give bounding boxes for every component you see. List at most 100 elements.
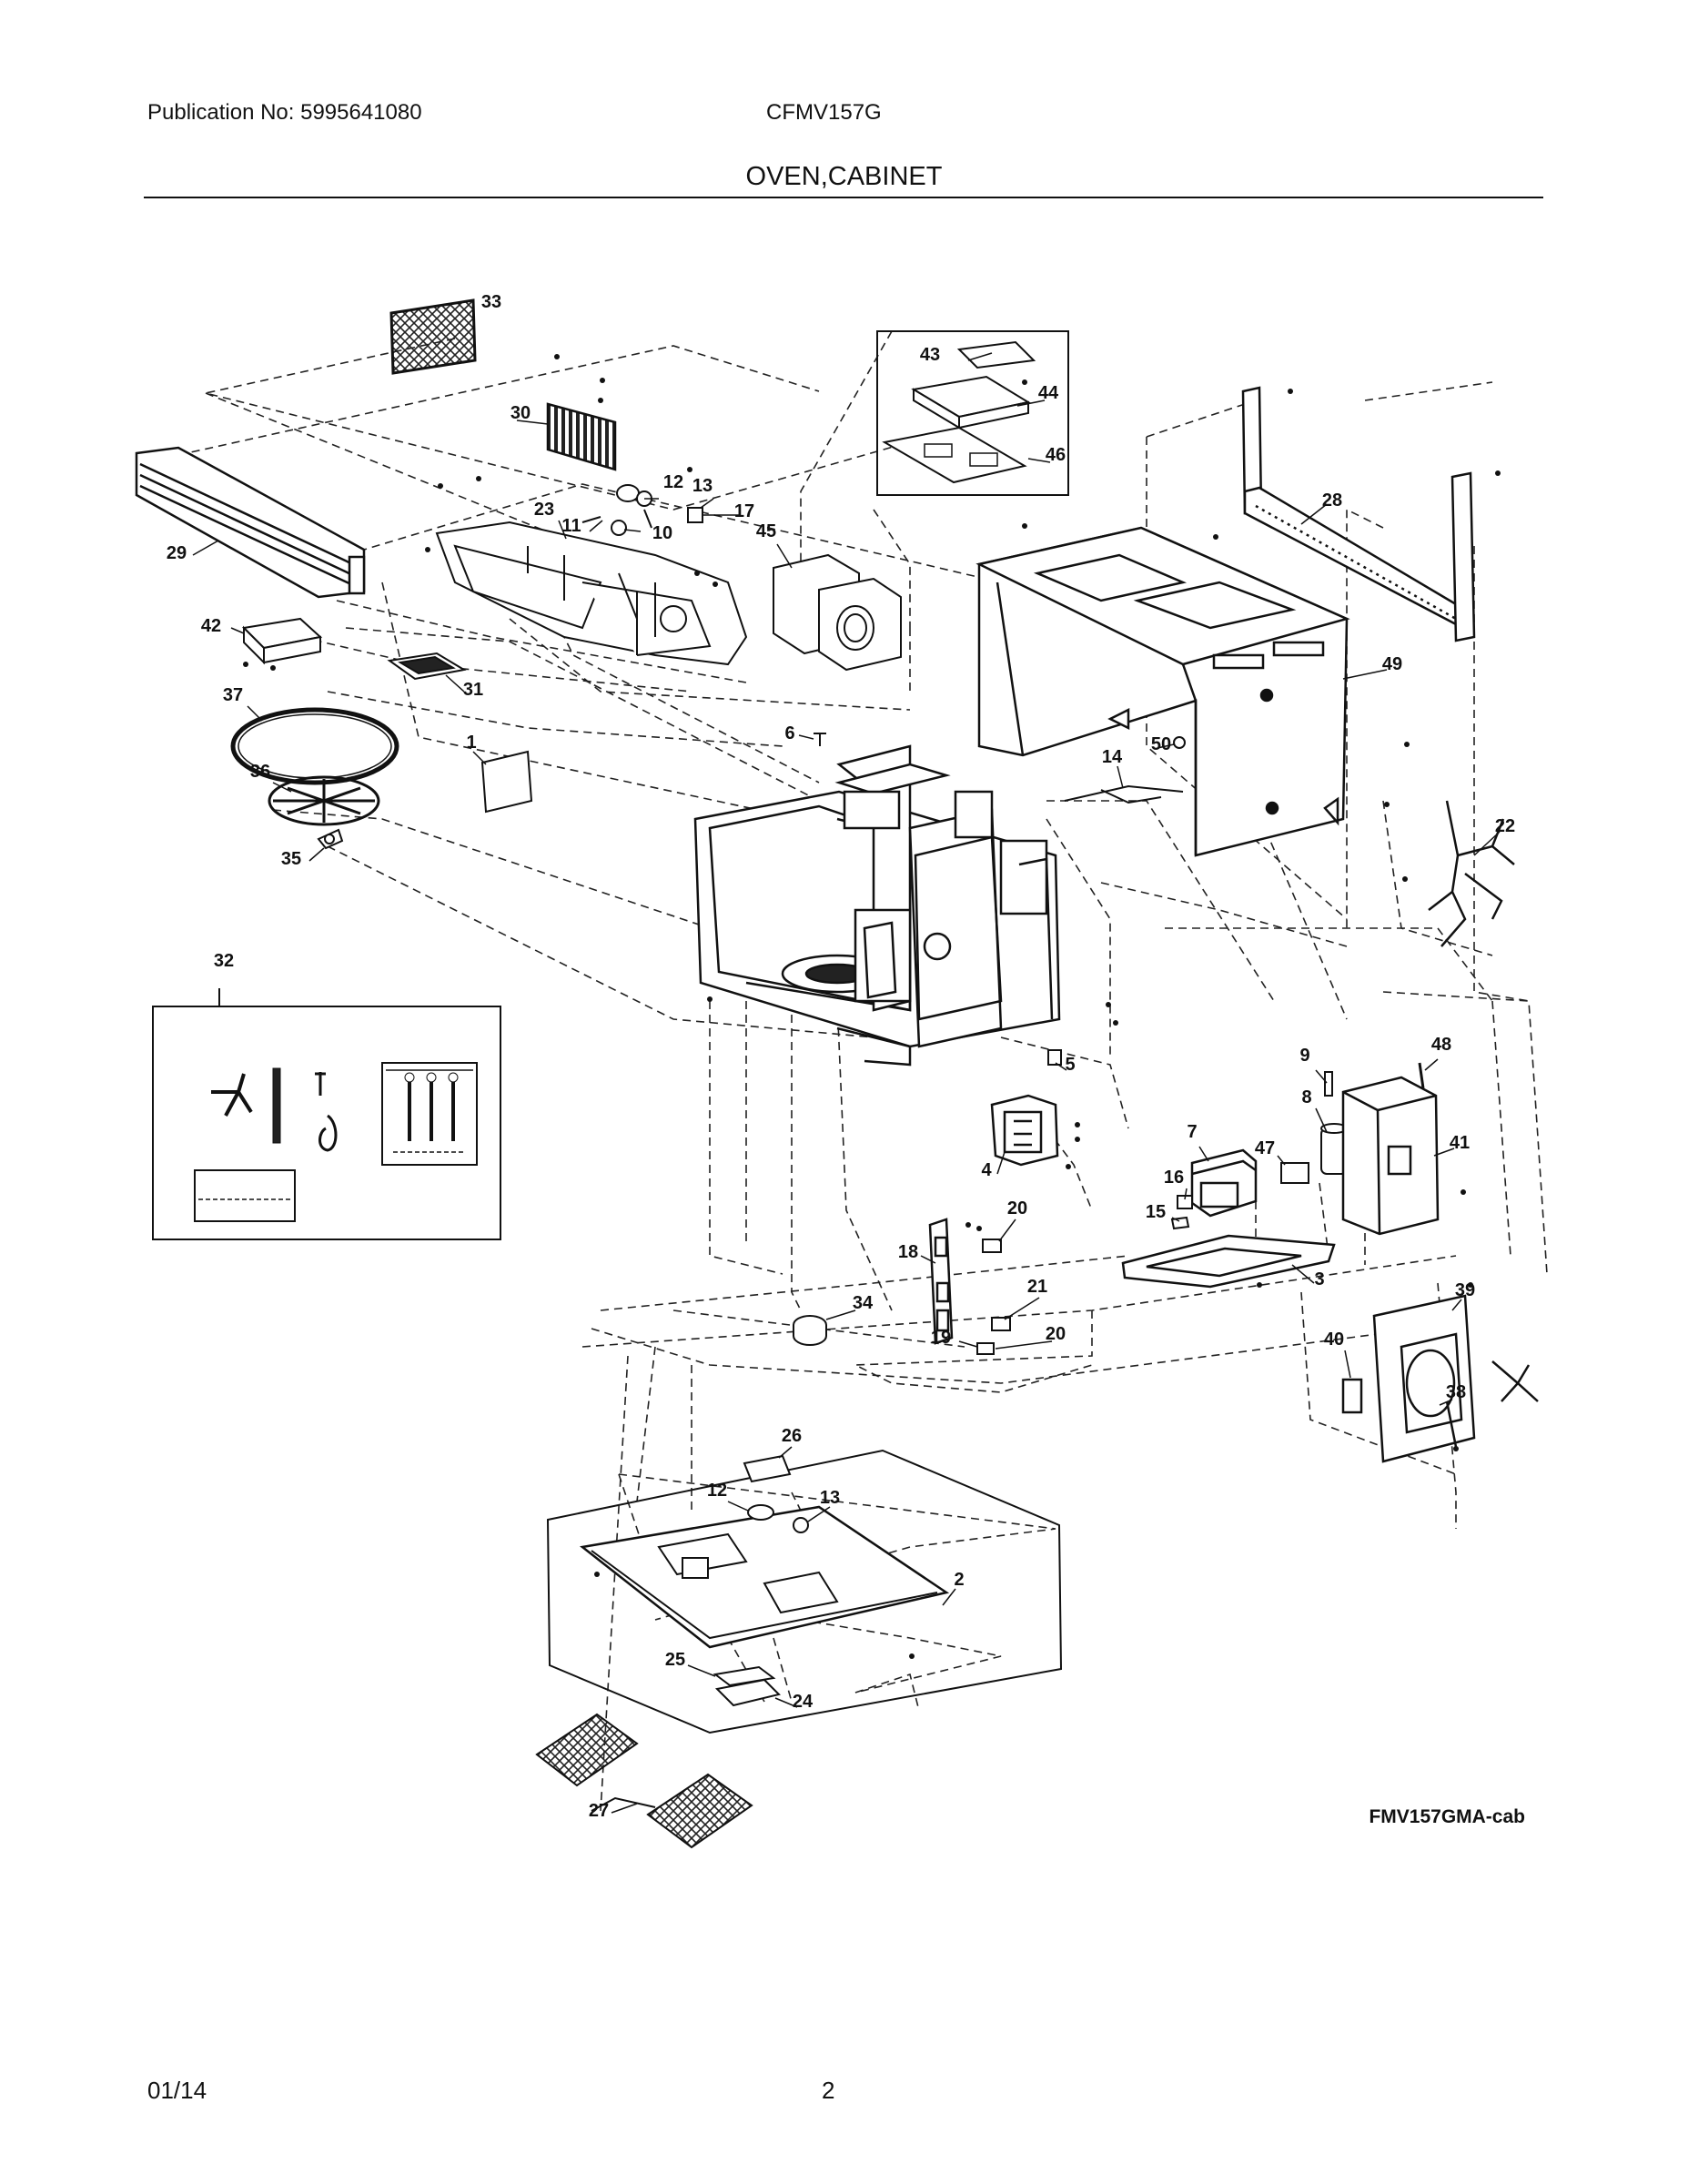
part-4-magnetron <box>990 1094 1059 1167</box>
part-label-41: 41 <box>1450 1133 1470 1153</box>
part-label-15: 15 <box>1146 1202 1166 1222</box>
part-label-37: 37 <box>223 685 243 705</box>
part-33-filter-grille <box>389 298 477 375</box>
part-label-2: 2 <box>954 1570 964 1590</box>
part-5 <box>1047 1049 1062 1066</box>
part-7-transformer <box>1190 1148 1258 1218</box>
part-label-27: 27 <box>589 1801 609 1821</box>
part-label-47: 47 <box>1255 1138 1275 1158</box>
part-35-coupler <box>317 828 344 850</box>
part-label-20: 20 <box>1007 1198 1027 1218</box>
part-label-8: 8 <box>1301 1087 1311 1107</box>
part-label-3: 3 <box>1314 1269 1324 1289</box>
part-14-wire <box>1064 784 1184 804</box>
part-label-31: 31 <box>463 680 483 700</box>
part-label-45: 45 <box>756 521 776 541</box>
part-label-9: 9 <box>1299 1046 1309 1066</box>
inset-box-43-44-46 <box>876 330 1069 496</box>
part-label-6: 6 <box>784 723 794 743</box>
lamp-parts-26-12-13 <box>743 1454 809 1533</box>
part-29-front-grille <box>135 446 366 599</box>
part-label-4: 4 <box>981 1160 992 1180</box>
part-50 <box>1173 736 1186 749</box>
part-label-13: 13 <box>692 476 713 496</box>
small-parts-top <box>581 484 703 536</box>
part-48 <box>1418 1062 1425 1089</box>
header-rule <box>144 197 1543 198</box>
part-31-plate <box>387 652 467 681</box>
part-label-12: 12 <box>663 472 683 492</box>
footer-date: 01/14 <box>147 2077 207 2104</box>
footer-page-number: 2 <box>822 2077 835 2104</box>
diagram-code: FMV157GMA-cab <box>1369 1806 1525 1827</box>
part-label-25: 25 <box>665 1650 685 1670</box>
part-32-hardware-kit <box>152 988 501 1240</box>
part-label-50: 50 <box>1151 734 1171 754</box>
part-label-46: 46 <box>1046 445 1066 465</box>
part-label-34: 34 <box>853 1293 874 1313</box>
main-oven-cavity <box>693 744 1061 1067</box>
part-label-43: 43 <box>920 345 940 365</box>
switches-19-20-21 <box>976 1239 1011 1355</box>
part-label-5: 5 <box>1065 1055 1075 1075</box>
screws <box>243 354 1501 1659</box>
part-45-duct <box>773 553 902 672</box>
part-label-39: 39 <box>1455 1280 1475 1300</box>
part-label-24: 24 <box>793 1692 814 1712</box>
part-label-40: 40 <box>1324 1330 1344 1350</box>
part-39-fan-assembly <box>1341 1294 1539 1463</box>
publication-number: Publication No: 5995641080 <box>147 100 422 125</box>
part-30-vent-grille <box>546 402 617 471</box>
part-label-28: 28 <box>1322 490 1342 511</box>
part-label-42: 42 <box>201 616 221 636</box>
part-label-49: 49 <box>1382 654 1402 674</box>
part-label-20: 20 <box>1046 1324 1066 1344</box>
part-label-11: 11 <box>561 516 581 536</box>
part-2-bottom-plate <box>546 1449 1063 1734</box>
part-label-13: 13 <box>820 1488 840 1508</box>
part-label-36: 36 <box>250 762 270 782</box>
part-9-fuse <box>1324 1071 1333 1097</box>
part-label-14: 14 <box>1102 747 1123 767</box>
part-3-base-plate <box>1121 1234 1336 1289</box>
part-15-16 <box>1170 1195 1193 1230</box>
part-label-1: 1 <box>466 733 476 753</box>
part-label-32: 32 <box>214 951 234 971</box>
part-label-29: 29 <box>167 543 187 563</box>
part-41-control-board <box>1341 1076 1440 1236</box>
part-47 <box>1280 1162 1309 1184</box>
part-label-22: 22 <box>1495 816 1515 836</box>
part-18-interlock-bracket <box>928 1218 954 1345</box>
part-23-air-guide-bracket <box>435 521 748 666</box>
part-label-19: 19 <box>931 1328 951 1348</box>
page-title: OVEN,CABINET <box>745 162 943 191</box>
part-34-turntable-motor <box>793 1315 827 1346</box>
part-label-30: 30 <box>510 403 531 423</box>
part-label-33: 33 <box>481 292 501 312</box>
part-label-26: 26 <box>782 1426 802 1446</box>
part-42-block <box>241 617 323 665</box>
part-label-12: 12 <box>707 1481 727 1501</box>
part-28-mounting-bracket <box>1241 386 1476 642</box>
part-6 <box>814 733 826 746</box>
part-label-18: 18 <box>898 1242 918 1262</box>
leader-lines <box>192 352 1501 1814</box>
part-label-38: 38 <box>1446 1382 1466 1402</box>
model-number: CFMV157G <box>766 100 882 125</box>
part-label-17: 17 <box>734 501 754 521</box>
part-49-outer-cabinet <box>975 526 1350 857</box>
parts-24-25 <box>713 1665 781 1707</box>
part-8-capacitor <box>1320 1123 1348 1175</box>
part-label-48: 48 <box>1431 1035 1451 1055</box>
part-label-21: 21 <box>1027 1277 1047 1297</box>
part-label-16: 16 <box>1164 1168 1184 1188</box>
part-label-10: 10 <box>652 523 672 543</box>
part-label-35: 35 <box>281 849 301 869</box>
part-label-7: 7 <box>1187 1122 1197 1142</box>
part-36-roller-guide <box>268 775 380 826</box>
part-label-23: 23 <box>534 500 554 520</box>
part-1-cover <box>480 750 533 814</box>
part-label-44: 44 <box>1038 383 1059 403</box>
